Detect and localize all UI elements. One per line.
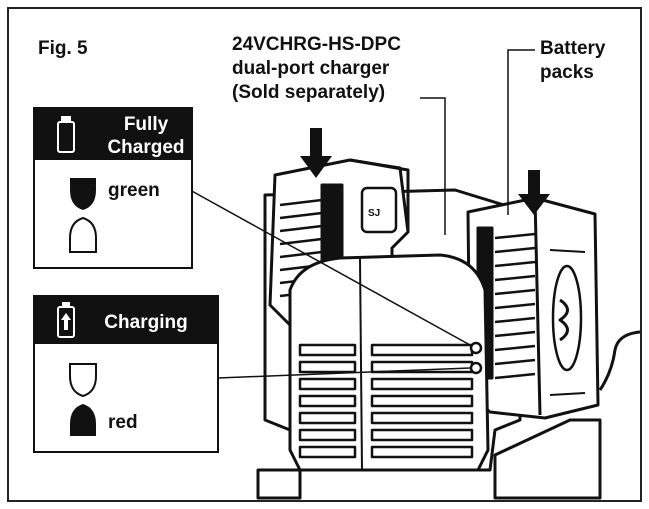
charger-callout-line-2: dual-port charger	[232, 58, 390, 79]
battery-callout-line-2: packs	[540, 62, 594, 83]
battery-charging-icon	[57, 302, 75, 338]
leader-lines	[189, 49, 535, 379]
charger-illustration: SJ	[256, 158, 641, 500]
charger-front-vents	[298, 343, 474, 459]
insert-arrow-right	[518, 170, 550, 215]
battery-callout-line-1: Battery	[540, 38, 606, 59]
battery-empty-icon	[57, 116, 75, 153]
figure-frame	[7, 7, 642, 502]
power-cord	[598, 330, 641, 391]
charging-filled-icon	[70, 404, 96, 436]
fully-charged-panel: Fully Charged green	[33, 107, 193, 269]
charger-port-label: SJ	[368, 208, 380, 219]
indicator-light-bottom	[469, 361, 483, 375]
figure-label: Fig. 5	[38, 38, 88, 59]
indicator-light-top	[469, 341, 483, 355]
charging-light-label: red	[108, 412, 138, 433]
charger-callout-line-1: 24VCHRG-HS-DPC	[232, 34, 401, 55]
charging-panel: Charging red	[33, 295, 219, 453]
charging-outline-icon	[69, 363, 97, 398]
charger-base-right	[493, 418, 602, 500]
fully-charged-header-line-2: Charged	[107, 137, 184, 158]
charging-header-label: Charging	[104, 312, 187, 333]
fully-charged-header-line-1: Fully	[124, 114, 169, 135]
charger-base-left	[256, 468, 302, 500]
indicator-outline-icon	[69, 216, 97, 253]
indicator-filled-icon	[70, 178, 96, 210]
battery-callout: Battery packs	[540, 38, 606, 83]
charger-callout: 24VCHRG-HS-DPC dual-port charger (Sold s…	[232, 34, 401, 103]
fully-charged-light-label: green	[108, 180, 160, 201]
insert-arrow-left	[300, 128, 332, 178]
charger-callout-line-3: (Sold separately)	[232, 82, 385, 103]
